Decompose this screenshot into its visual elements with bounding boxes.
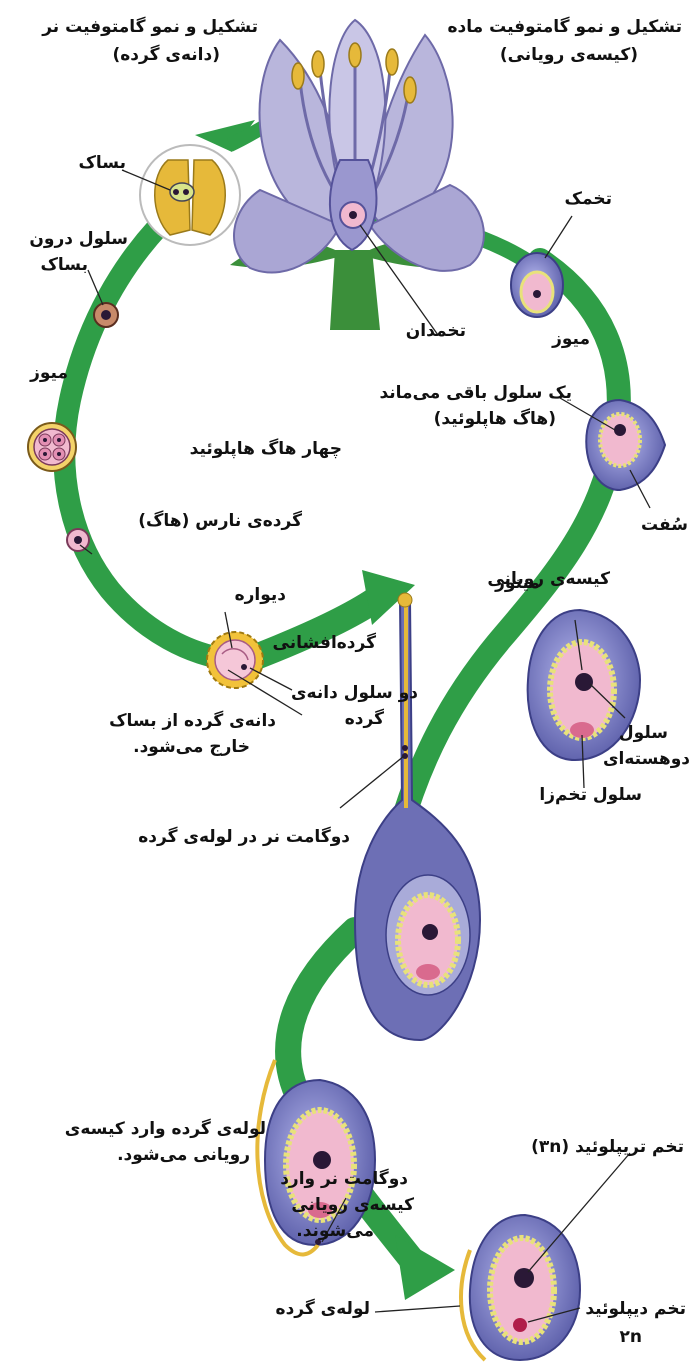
label-binucleate-cell-2: دوهسته‌ای <box>603 746 690 772</box>
label-meiosis-left: میوز <box>30 360 68 386</box>
label-gametes-enter-3: می‌شوند. <box>296 1218 374 1244</box>
label-anther: بساک <box>79 150 126 176</box>
label-female-gametophyte-title: تشکیل و نمو گامتوفیت ماده <box>448 14 683 40</box>
label-integument: سُفت <box>641 512 688 538</box>
pollen-grain <box>207 632 263 688</box>
label-ovule: تخمک <box>565 186 612 212</box>
pollen-tube-ovule <box>355 593 480 1040</box>
label-two-pollen-cells-2: گرده <box>345 706 384 732</box>
ovule-stage-1 <box>511 253 563 317</box>
label-four-haploid-spores: چهار هاگ هاپلوئید <box>190 436 342 462</box>
anther-inner-cell <box>94 303 118 327</box>
ovule-stage-2 <box>586 400 665 490</box>
label-binucleate-cell-1: سلول <box>619 720 668 746</box>
label-male-gametophyte-subtitle: (دانه‌ی گرده) <box>112 42 220 68</box>
label-anther-inner-cell-1: سلول درون <box>29 226 128 252</box>
label-anther-inner-cell-2: بساک <box>41 252 88 278</box>
label-immature-pollen: گرده‌ی نارس (هاگ) <box>138 508 302 534</box>
ovule-fertilized <box>461 1215 580 1360</box>
label-pollen-exits-2: خارج می‌شود. <box>133 734 250 760</box>
label-egg-cell: سلول تخم‌زا <box>539 782 642 808</box>
label-meiosis-right: میوز <box>552 326 590 352</box>
label-gametes-enter-2: کیسه‌ی رویانی <box>291 1192 414 1218</box>
label-pollen-exits-1: دانه‌ی گرده از بساک <box>109 708 276 734</box>
label-two-pollen-cells-1: دو سلول دانه‌ی <box>291 680 418 706</box>
label-female-gametophyte-subtitle: (کیسه‌ی رویانی) <box>500 42 638 68</box>
label-male-gametes-in-tube: دوگامت نر در لوله‌ی گرده <box>138 824 350 850</box>
label-ovary: تخمدان <box>406 318 466 344</box>
label-one-cell-remains-1: یک سلول باقی می‌ماند <box>379 380 572 406</box>
label-pollination: گرده‌افشانی <box>273 630 376 656</box>
label-diploid-2: ۲n <box>620 1324 642 1350</box>
anther-zoom-circle <box>140 145 240 245</box>
immature-pollen-cell <box>67 529 89 551</box>
four-haploid-spores-cell <box>28 423 76 471</box>
label-male-gametophyte-title: تشکیل و نمو گامتوفیت نر <box>42 14 258 40</box>
label-embryo-sac: کیسه‌ی رویانی <box>487 566 610 592</box>
label-one-cell-remains-2: (هاگ هاپلوئید) <box>434 406 556 432</box>
label-tube-enters-2: رویانی می‌شود. <box>117 1142 250 1168</box>
label-pollen-tube: لوله‌ی گرده <box>276 1296 370 1322</box>
label-wall: دیواره <box>235 582 286 608</box>
label-triploid: تخم تریپلوئید (۳n) <box>531 1134 684 1160</box>
label-gametes-enter-1: دوگامت نر وارد <box>280 1166 408 1192</box>
label-diploid-1: تخم دیپلوئید <box>585 1296 686 1322</box>
label-tube-enters-1: لوله‌ی گرده وارد کیسه‌ی <box>65 1116 266 1142</box>
flower-illustration <box>230 20 484 330</box>
